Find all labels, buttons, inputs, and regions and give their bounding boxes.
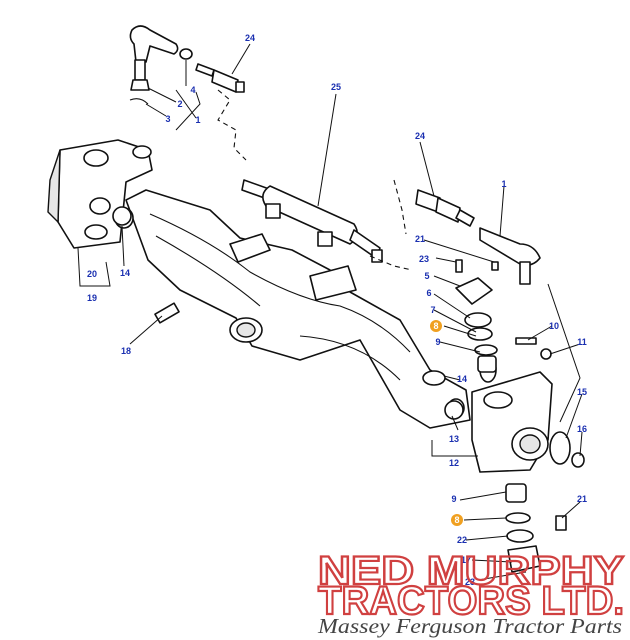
- callout-24-right: 24: [415, 131, 425, 141]
- callout-15: 15: [577, 387, 587, 397]
- right-tie-rod: [415, 189, 541, 285]
- callout-19: 19: [87, 293, 97, 303]
- left-pivot-parts: [112, 206, 464, 420]
- callout-16: 16: [577, 424, 587, 434]
- callout-7: 7: [430, 305, 435, 315]
- callout-3: 3: [165, 114, 170, 124]
- callout-8-bottom: 8: [454, 515, 459, 525]
- callout-leaders: [121, 43, 583, 581]
- callout-1-left: 1: [195, 115, 200, 125]
- axle-beam: [114, 189, 471, 429]
- left-steering-knuckle: [47, 139, 153, 249]
- callout-24-top: 24: [245, 33, 255, 43]
- upper-tie-rod-adjuster: [195, 63, 245, 93]
- callout-12: 12: [449, 458, 459, 468]
- callout-20: 20: [87, 269, 97, 279]
- upper-kingpin-stack: [455, 259, 552, 373]
- callout-11: 11: [577, 337, 587, 347]
- callout-21-bottom: 21: [577, 494, 587, 504]
- callout-14-right: 14: [457, 374, 467, 384]
- centre-track-rod: [241, 179, 383, 263]
- callout-14-left: 14: [120, 268, 130, 278]
- brand-name-line1: NED MURPHY: [318, 549, 624, 593]
- callout-6: 6: [426, 288, 431, 298]
- brand-watermark: NED MURPHY TRACTORS LTD. Massey Ferguson…: [317, 548, 626, 638]
- callout-23-bottom: 23: [465, 577, 475, 587]
- callout-9-top: 9: [435, 337, 440, 347]
- callout-13: 13: [449, 434, 459, 444]
- callout-5: 5: [424, 271, 429, 281]
- callout-9-bottom: 9: [451, 494, 456, 504]
- group-brackets: [77, 89, 581, 457]
- right-steering-knuckle: [471, 357, 585, 473]
- callout-8-top-badge: [430, 320, 442, 332]
- callout-22: 22: [457, 535, 467, 545]
- callout-17: 17: [461, 555, 471, 565]
- lower-kingpin-stack: [505, 483, 567, 573]
- callout-18: 18: [121, 346, 131, 356]
- brand-name-line2: TRACTORS LTD.: [318, 579, 624, 623]
- callout-25: 25: [331, 82, 341, 92]
- callout-4: 4: [190, 85, 195, 95]
- callout-8-bottom-badge: [451, 514, 463, 526]
- callout-8-top: 8: [433, 321, 438, 331]
- callout-10: 10: [549, 321, 559, 331]
- callout-2: 2: [177, 99, 182, 109]
- left-tie-rod-end: [129, 25, 193, 105]
- callout-21-top: 21: [415, 234, 425, 244]
- callout-labels: 24 4 2 3 1 25 24 1 21 23 5 6 7 9 10 11 1…: [87, 33, 587, 587]
- brand-tagline: Massey Ferguson Tractor Parts: [317, 614, 622, 638]
- callout-1-right: 1: [501, 179, 506, 189]
- callout-23-top: 23: [419, 254, 429, 264]
